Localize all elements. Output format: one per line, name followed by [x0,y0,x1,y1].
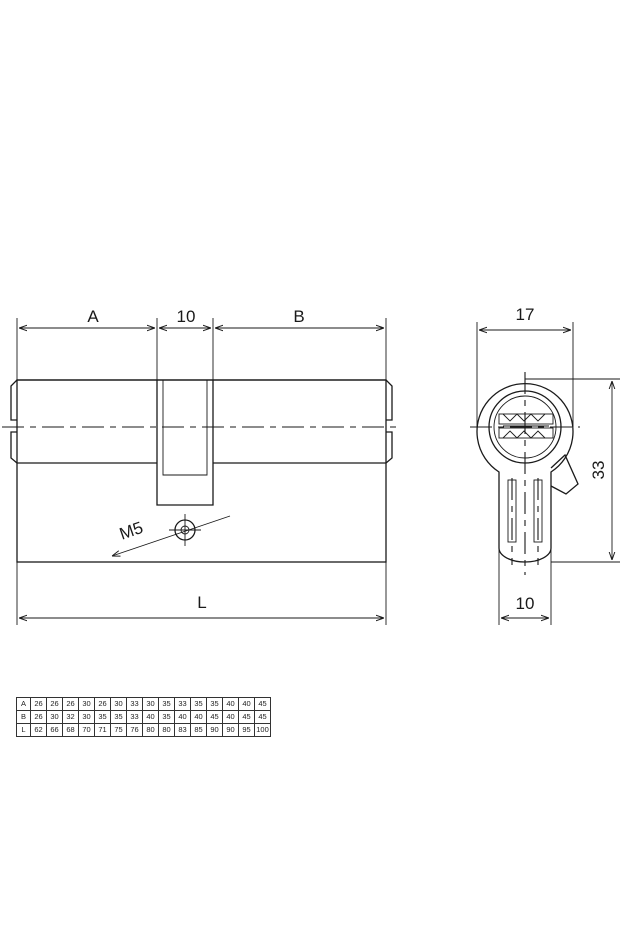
left-end-lower [10,431,18,464]
dim-width-label: 17 [516,305,535,324]
table-cell: 83 [174,723,191,737]
table-cell: 40 [222,710,239,724]
table-cell: 62 [30,723,47,737]
table-cell: 35 [206,697,223,711]
cylinder-profile-view [470,372,580,575]
table-cell: 33 [174,697,191,711]
dim-bottom-label: 10 [516,594,535,613]
table-cell: 40 [190,710,207,724]
thread-label: M5 [117,518,146,544]
table-cell: 76 [126,723,143,737]
table-cell: 35 [190,697,207,711]
table-cell: 26 [94,697,111,711]
table-cell: 70 [78,723,95,737]
dim-l-label: L [197,593,206,612]
table-cell: 26 [30,697,47,711]
table-cell: 30 [142,697,159,711]
dim-b-label: B [293,307,304,326]
table-cell: 30 [110,697,127,711]
table-cell: 32 [62,710,79,724]
table-cell: 35 [94,710,111,724]
table-row-head: A [16,697,31,711]
cylinder-side-view [2,379,402,563]
table-cell: 45 [238,710,255,724]
table-cell: 40 [238,697,255,711]
table-cell: 35 [158,710,175,724]
table-cell: 26 [46,697,63,711]
table-cell: 30 [78,710,95,724]
table-cell: 95 [238,723,255,737]
table-cell: 66 [46,723,63,737]
table-cell: 80 [158,723,175,737]
table-row-head: L [16,723,31,737]
dim-a-label: A [87,307,99,326]
table-cell: 40 [142,710,159,724]
thread-leader [112,515,231,556]
table-cell: 26 [30,710,47,724]
table-cell: 85 [190,723,207,737]
side-dimensions [16,318,387,625]
right-end-upper [385,379,393,421]
table-cell: 71 [94,723,111,737]
cylinder-body-outline [16,379,387,563]
table-cell: 40 [174,710,191,724]
table-cell: 90 [222,723,239,737]
table-row-head: B [16,710,31,724]
table-cell: 40 [222,697,239,711]
screw-hole-icon [169,514,201,546]
table-cell: 68 [62,723,79,737]
dim-gap-label: 10 [177,307,196,326]
table-cell: 75 [110,723,127,737]
table-cell: 45 [254,710,271,724]
table-cell: 30 [78,697,95,711]
cam-icon [550,453,579,495]
table-cell: 45 [206,710,223,724]
profile-dimensions [476,322,620,625]
table-cell: 33 [126,697,143,711]
table-cell: 90 [206,723,223,737]
table-cell: 26 [62,697,79,711]
right-end-lower [385,431,393,464]
dim-height-label: 33 [589,461,608,480]
cam-slot-outer [156,380,214,506]
table-cell: 100 [254,723,271,737]
table-cell: 45 [254,697,271,711]
profile-outline [476,383,574,563]
table-cell: 80 [142,723,159,737]
table-cell: 30 [46,710,63,724]
table-cell: 35 [158,697,175,711]
keyway-icon [498,413,554,439]
table-cell: 33 [126,710,143,724]
table-cell: 35 [110,710,127,724]
left-end-upper [10,379,18,421]
